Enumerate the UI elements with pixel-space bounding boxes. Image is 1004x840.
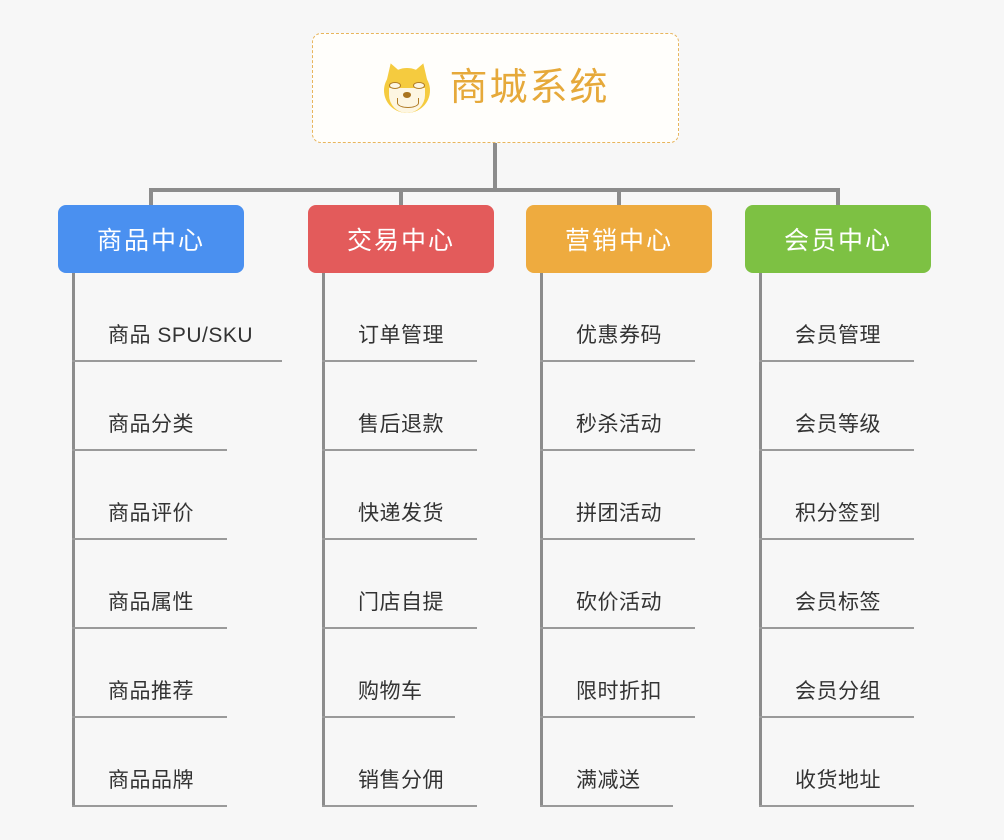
drop-line-1: [399, 188, 403, 205]
leaf-item-label: 购物车: [358, 680, 423, 703]
leaf-item[interactable]: 满减送: [540, 718, 716, 807]
leaf-item-underline: [322, 627, 477, 629]
leaf-item[interactable]: 商品评价: [72, 451, 248, 540]
leaf-item[interactable]: 商品属性: [72, 540, 248, 629]
leaf-item[interactable]: 商品品牌: [72, 718, 248, 807]
leaf-item-underline: [72, 449, 227, 451]
leaf-item-underline: [759, 449, 914, 451]
root-stem-line: [493, 143, 497, 192]
leaf-item-label: 满减送: [576, 769, 641, 792]
leaf-item[interactable]: 会员管理: [759, 273, 935, 362]
leaf-item[interactable]: 会员分组: [759, 629, 935, 718]
leaf-item-label: 订单管理: [358, 324, 444, 347]
leaf-item-label: 会员管理: [795, 324, 881, 347]
leaf-item-label: 会员分组: [795, 680, 881, 703]
leaf-item-label: 限时折扣: [576, 680, 662, 703]
leaf-item-underline: [759, 805, 914, 807]
leaf-item-underline: [759, 716, 914, 718]
leaf-item[interactable]: 会员等级: [759, 362, 935, 451]
leaf-item-label: 积分签到: [795, 502, 881, 525]
leaf-list: 商品 SPU/SKU 商品分类商品评价商品属性商品推荐商品品牌: [72, 273, 282, 807]
leaf-item-underline: [322, 538, 477, 540]
leaf-item[interactable]: 拼团活动: [540, 451, 716, 540]
root-node[interactable]: 商城系统: [312, 33, 679, 143]
leaf-item-label: 商品品牌: [108, 769, 194, 792]
leaf-item-label: 优惠券码: [576, 324, 662, 347]
leaf-item-label: 售后退款: [358, 413, 444, 436]
leaf-item-label: 商品分类: [108, 413, 194, 436]
leaf-item[interactable]: 砍价活动: [540, 540, 716, 629]
leaf-item-label: 会员等级: [795, 413, 881, 436]
leaf-item[interactable]: 购物车: [322, 629, 498, 718]
leaf-item[interactable]: 商品推荐: [72, 629, 248, 718]
leaf-item[interactable]: 限时折扣: [540, 629, 716, 718]
leaf-item[interactable]: 商品 SPU/SKU: [72, 273, 282, 362]
leaf-list: 会员管理会员等级积分签到会员标签会员分组收货地址: [759, 273, 935, 807]
drop-line-3: [836, 188, 840, 205]
leaf-item-underline: [540, 627, 695, 629]
leaf-item-underline: [540, 716, 695, 718]
leaf-item-label: 会员标签: [795, 591, 881, 614]
leaf-item-underline: [322, 805, 477, 807]
leaf-item-label: 商品属性: [108, 591, 194, 614]
shiba-dog-face-icon: [381, 60, 433, 114]
leaf-item-underline: [540, 449, 695, 451]
leaf-item-underline: [322, 716, 455, 718]
leaf-item[interactable]: 优惠券码: [540, 273, 716, 362]
category-header-button[interactable]: 商品中心: [58, 205, 244, 273]
leaf-item-label: 拼团活动: [576, 502, 662, 525]
leaf-list: 订单管理售后退款快递发货门店自提购物车销售分佣: [322, 273, 498, 807]
leaf-item-label: 快递发货: [358, 502, 444, 525]
leaf-item-underline: [72, 805, 227, 807]
leaf-item-underline: [72, 627, 227, 629]
leaf-item-underline: [72, 538, 227, 540]
leaf-item-label: 商品评价: [108, 502, 194, 525]
leaf-item-label: 秒杀活动: [576, 413, 662, 436]
leaf-item-label: 商品 SPU/SKU: [108, 324, 254, 347]
leaf-item-underline: [72, 716, 227, 718]
leaf-item-label: 收货地址: [795, 769, 881, 792]
leaf-item[interactable]: 销售分佣: [322, 718, 498, 807]
drop-line-2: [617, 188, 621, 205]
category-header-button[interactable]: 交易中心: [308, 205, 494, 273]
leaf-item-underline: [759, 627, 914, 629]
leaf-item-label: 商品推荐: [108, 680, 194, 703]
leaf-item-underline: [322, 360, 477, 362]
drop-line-0: [149, 188, 153, 205]
leaf-item-underline: [540, 360, 695, 362]
category-header-button[interactable]: 营销中心: [526, 205, 712, 273]
leaf-item-label: 砍价活动: [576, 591, 662, 614]
horizontal-bus-line: [149, 188, 840, 192]
leaf-item-underline: [759, 360, 914, 362]
leaf-item[interactable]: 秒杀活动: [540, 362, 716, 451]
leaf-item[interactable]: 会员标签: [759, 540, 935, 629]
leaf-item[interactable]: 商品分类: [72, 362, 248, 451]
leaf-item-underline: [540, 538, 695, 540]
leaf-item-label: 门店自提: [358, 591, 444, 614]
leaf-item-underline: [72, 360, 282, 362]
leaf-item[interactable]: 快递发货: [322, 451, 498, 540]
leaf-item-underline: [759, 538, 914, 540]
leaf-list: 优惠券码秒杀活动拼团活动砍价活动限时折扣满减送: [540, 273, 716, 807]
leaf-item[interactable]: 订单管理: [322, 273, 498, 362]
leaf-item-label: 销售分佣: [358, 769, 444, 792]
leaf-item[interactable]: 积分签到: [759, 451, 935, 540]
root-title: 商城系统: [449, 67, 610, 109]
category-header-button[interactable]: 会员中心: [745, 205, 931, 273]
leaf-item[interactable]: 门店自提: [322, 540, 498, 629]
leaf-item-underline: [322, 449, 477, 451]
leaf-item-underline: [540, 805, 673, 807]
leaf-item[interactable]: 售后退款: [322, 362, 498, 451]
leaf-item[interactable]: 收货地址: [759, 718, 935, 807]
